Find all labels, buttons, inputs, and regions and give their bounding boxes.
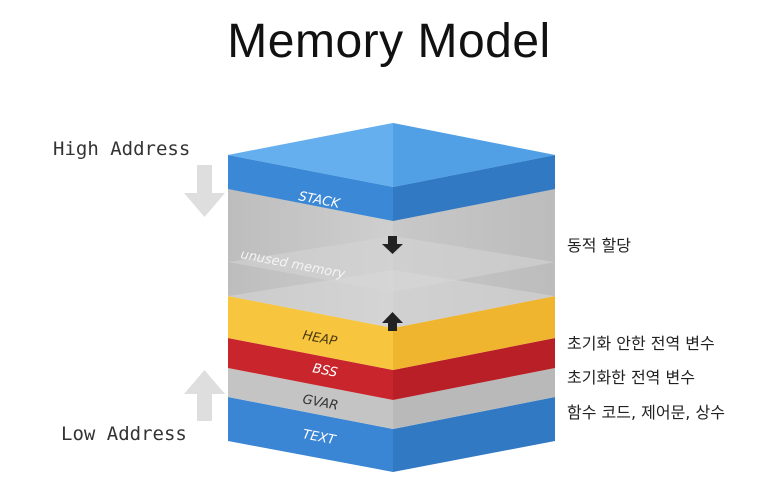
heap-segment [228, 296, 555, 370]
dynamic-allocation-label: 동적 할당 [567, 236, 631, 255]
initialized-globals-label: 초기화한 전역 변수 [567, 368, 695, 387]
code-constants-label: 함수 코드, 제어문, 상수 [567, 403, 725, 422]
text-segment [228, 397, 555, 472]
low-address-label: Low Address [61, 423, 187, 445]
heap-label: HEAP [301, 328, 338, 349]
bss-label: BSS [311, 361, 338, 380]
page-title: Memory Model [227, 15, 551, 68]
bss-segment [228, 338, 555, 400]
uninitialized-globals-label: 초기화 안한 전역 변수 [567, 334, 715, 353]
gvar-segment [228, 368, 555, 429]
high-address-down-arrow-icon [184, 165, 225, 217]
low-address-up-arrow-icon [184, 370, 225, 421]
heap-growth-arrow-icon [382, 312, 403, 331]
high-address-label: High Address [53, 138, 191, 160]
gvar-label: GVAR [301, 392, 339, 414]
text-label: TEXT [301, 427, 337, 448]
stack-growth-arrow-icon [382, 236, 403, 254]
stack-segment [228, 123, 555, 221]
